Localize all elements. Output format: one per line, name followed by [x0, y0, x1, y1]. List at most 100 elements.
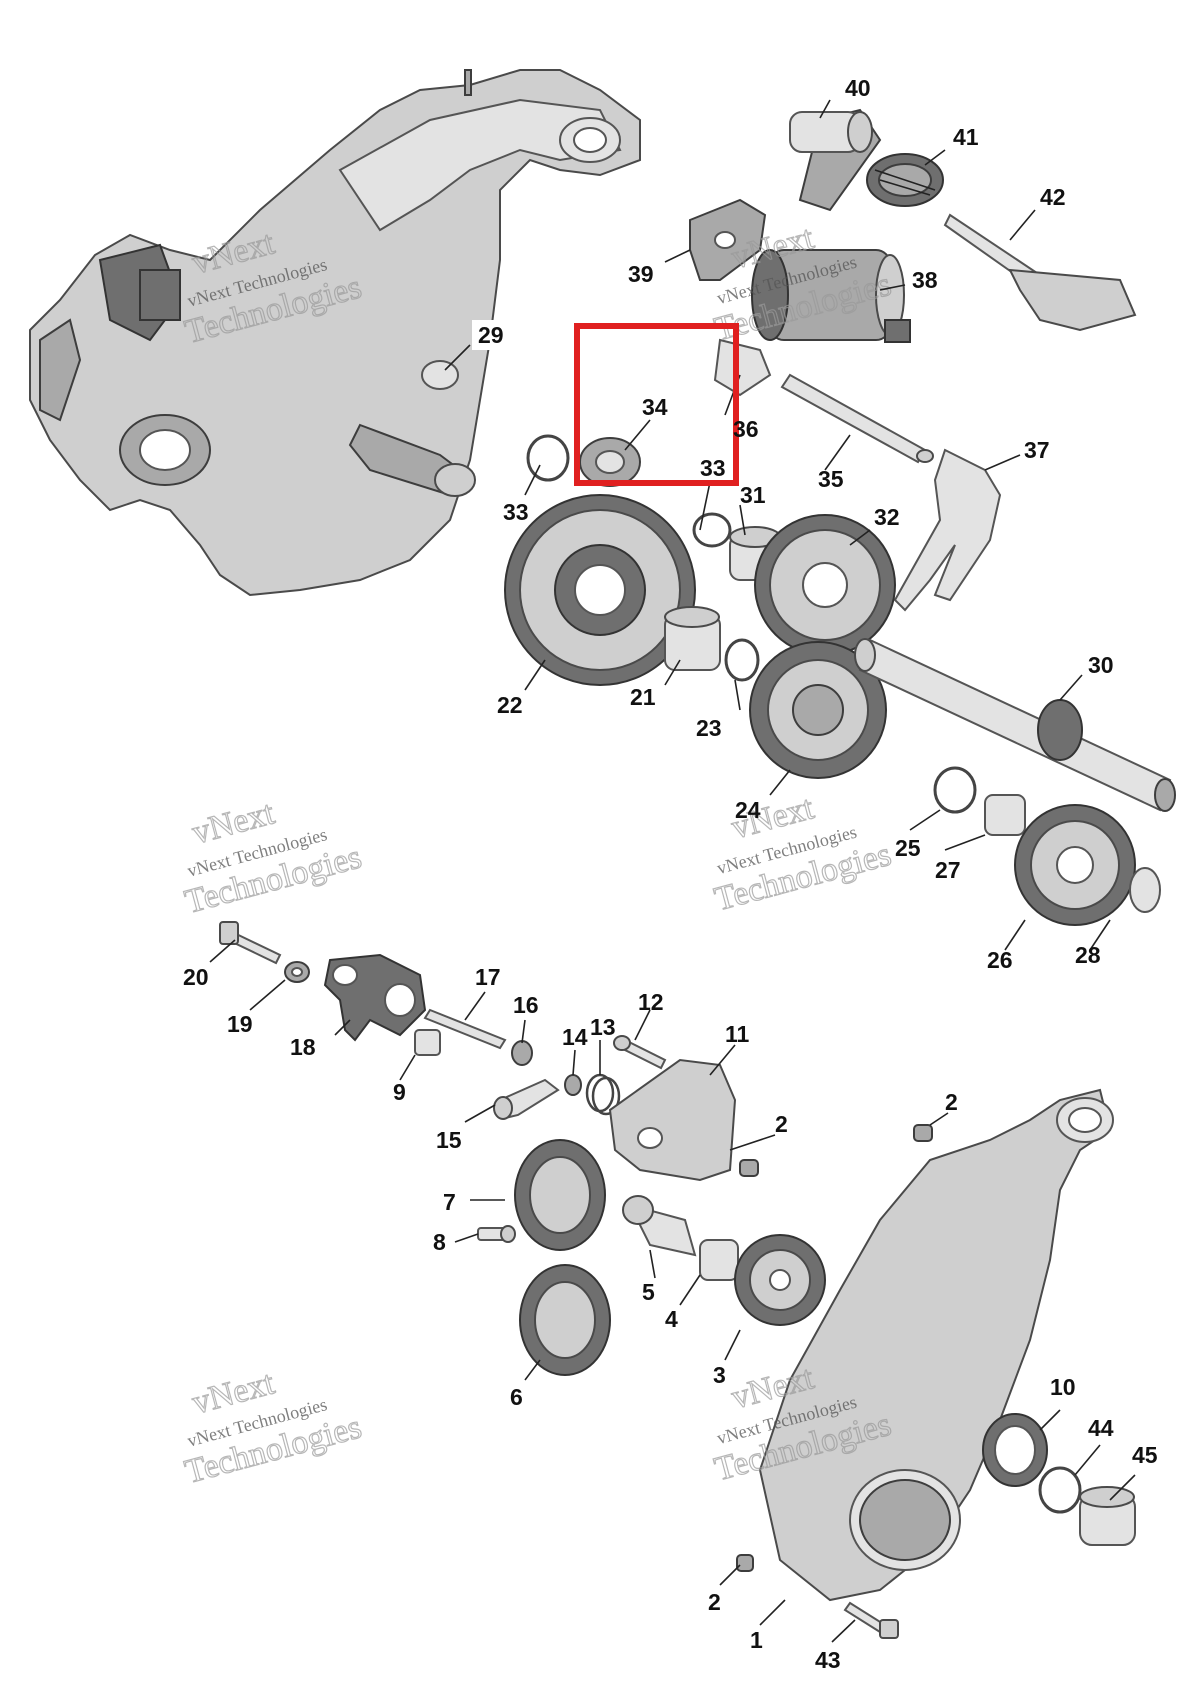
o-ring-44 [1038, 1466, 1082, 1514]
callout-13: 13 [590, 1014, 616, 1040]
callout-3: 3 [713, 1362, 726, 1388]
callout-7: 7 [443, 1189, 456, 1215]
callout-29-box: 29 [472, 320, 514, 350]
retaining-ring-33-left [526, 434, 570, 482]
callout-25: 25 [895, 835, 921, 861]
callout-16: 16 [513, 992, 539, 1018]
shift-fork-small [713, 338, 772, 397]
callout-21: 21 [630, 684, 656, 710]
bolt-43 [843, 1601, 899, 1639]
callout-8: 8 [433, 1229, 446, 1255]
bolt-8 [477, 1225, 516, 1243]
callout-9: 9 [393, 1079, 406, 1105]
torsion-spring [866, 153, 944, 207]
callout-30: 30 [1088, 652, 1114, 678]
callout-4: 4 [665, 1306, 678, 1332]
dowel-2-middle [739, 1159, 759, 1177]
washer-14 [564, 1074, 582, 1096]
callout-41: 41 [953, 124, 979, 150]
lever-15 [493, 1078, 560, 1120]
callout-5: 5 [642, 1279, 655, 1305]
cover-housing-right [758, 1088, 1114, 1602]
callout-33-right: 33 [700, 455, 726, 481]
spacer-9 [414, 1029, 441, 1056]
pulley-7 [514, 1139, 606, 1251]
callout-43: 43 [815, 1647, 841, 1673]
shift-shaft [943, 213, 1137, 332]
callout-2-lower: 2 [708, 1589, 721, 1615]
callout-14: 14 [562, 1024, 588, 1050]
washer-19 [284, 961, 310, 983]
callout-2-right: 2 [945, 1089, 958, 1115]
gear-26 [1014, 804, 1136, 926]
callout-12: 12 [638, 989, 664, 1015]
seal-10 [982, 1413, 1048, 1487]
callout-26: 26 [987, 947, 1013, 973]
leader-lines [209, 99, 1136, 1643]
shaft-5 [622, 1195, 697, 1257]
callout-17: 17 [475, 964, 501, 990]
callout-45: 45 [1132, 1442, 1158, 1468]
callout-32: 32 [874, 504, 900, 530]
watermark-mid-right: vNext vNext Technologies Technologies [710, 789, 895, 919]
retaining-ring-23 [724, 638, 760, 682]
washer-16 [511, 1040, 533, 1066]
callout-35: 35 [818, 466, 844, 492]
callout-27: 27 [935, 857, 961, 883]
output-shaft-30 [854, 638, 1176, 812]
callout-15: 15 [436, 1127, 462, 1153]
callout-22: 22 [497, 692, 523, 718]
bolt-20 [219, 921, 282, 965]
dowel-2-lower [736, 1554, 754, 1572]
callout-6: 6 [510, 1384, 523, 1410]
bolt-12 [613, 1035, 667, 1070]
shift-sector-gear [789, 108, 882, 212]
callout-36: 36 [733, 416, 759, 442]
dowel-2-right [913, 1124, 933, 1142]
callout-34: 34 [642, 394, 668, 420]
callout-labels: 40 41 42 39 38 29 34 36 35 37 33 33 31 3… [183, 75, 1158, 1673]
callout-39: 39 [628, 261, 654, 287]
callout-23: 23 [696, 715, 722, 741]
callout-20: 20 [183, 964, 209, 990]
callout-33-left: 33 [503, 499, 529, 525]
pulley-6 [519, 1264, 611, 1376]
callout-2-middle: 2 [775, 1111, 788, 1137]
callout-1: 1 [750, 1627, 763, 1653]
shift-drum [751, 249, 911, 343]
retaining-ring-25 [933, 766, 977, 814]
gear-32 [754, 514, 896, 656]
bracket-11 [608, 1058, 737, 1182]
callout-19: 19 [227, 1011, 253, 1037]
highlight-box [574, 323, 739, 486]
small-gear-34 [579, 437, 641, 487]
watermark-bottom-left: vNext vNext Technologies Technologies [180, 1364, 365, 1492]
crankcase-housing-left [29, 69, 641, 597]
idler-arm-18 [323, 953, 427, 1042]
shift-fork-rail [780, 373, 934, 464]
shift-fork-large [893, 448, 1002, 612]
callout-37: 37 [1024, 437, 1050, 463]
retaining-ring-33-right [692, 512, 732, 548]
callout-29: 29 [478, 322, 504, 348]
bushing-27 [984, 794, 1026, 836]
bushing-45 [1079, 1486, 1136, 1546]
bushing-21 [664, 606, 721, 671]
callout-38: 38 [912, 267, 938, 293]
callout-42: 42 [1040, 184, 1066, 210]
gear-3 [734, 1234, 826, 1326]
callout-18: 18 [290, 1034, 316, 1060]
pin-17 [423, 1008, 507, 1050]
index-plate [689, 198, 767, 281]
callout-10: 10 [1050, 1374, 1076, 1400]
callout-44: 44 [1088, 1415, 1114, 1441]
callout-40: 40 [845, 75, 871, 101]
thrust-washer-28 [1129, 867, 1161, 913]
gear-24 [749, 641, 887, 779]
watermark-mid-left: vNext vNext Technologies Technologies [180, 794, 365, 922]
callout-11: 11 [725, 1021, 750, 1047]
callout-24: 24 [735, 797, 761, 823]
bushing-4 [699, 1239, 739, 1281]
callout-28: 28 [1075, 942, 1101, 968]
